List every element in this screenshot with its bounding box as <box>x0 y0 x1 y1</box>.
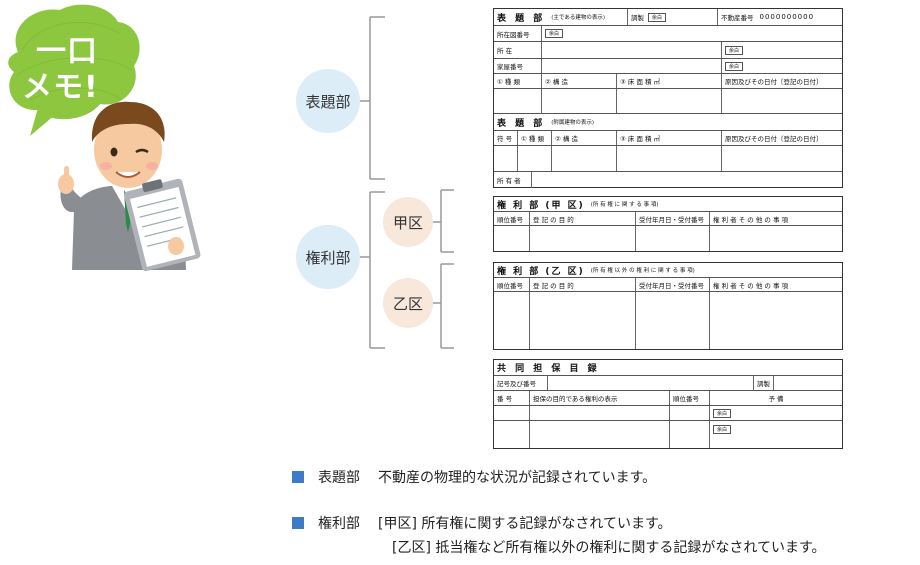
form-hyodai-shozaizu: 所在図番号 <box>497 30 530 39</box>
node-kou: 甲区 <box>383 197 433 247</box>
form-kou-sub: (所 有 権 に 関 す る 事 項) <box>590 202 659 208</box>
form-hyodai-yohaku-3: 余白 <box>725 45 744 55</box>
form-otsu-juni: 順位番号 <box>497 281 523 290</box>
legend-kenri-term: 権利部 <box>318 516 360 532</box>
businessman-icon <box>8 4 201 272</box>
node-hyodai: 表題部 <box>296 69 360 133</box>
form-kyodo-bango: 番 号 <box>497 395 513 403</box>
form-otsu-uketsuke: 受付年月日・受付番号 <box>639 281 704 290</box>
form-kyodo-chosei: 調製 <box>757 380 770 388</box>
form-hyodai-yohaku-1: 余白 <box>648 12 667 22</box>
form-hyodai-shozai: 所 在 <box>497 47 513 55</box>
legend-hyodai-desc: 不動産の物理的な状況が記録されています。 <box>378 470 657 486</box>
form-kyodo: 共 同 担 保 目 録 記号及び番号 調製 番 号 担保の目的である権利の表示 … <box>493 359 843 449</box>
form-otsu-kenrisha: 権 利 者 そ の 他 の 事 項 <box>713 281 789 290</box>
legend-hyodai-term: 表題部 <box>318 470 360 486</box>
form-hyodai-title: 表 題 部 <box>497 13 546 24</box>
mascot-illustration: 一口 メモ! <box>0 0 240 280</box>
form-otsu-title: 権 利 部 (乙 区) <box>497 266 585 277</box>
form-kyodo-tanpo: 担保の目的である権利の表示 <box>533 395 618 403</box>
form-hyodai-chozu: 調製 <box>631 14 644 22</box>
node-kou-label: 甲区 <box>392 213 423 232</box>
form-hyodai-kaoku: 家屋番号 <box>497 63 523 71</box>
node-hyodai-label: 表題部 <box>305 92 351 111</box>
form-hyodai-fuzoku-sub: (附属建物の表示) <box>551 120 595 126</box>
form-otsu-mokuteki: 登 記 の 目 的 <box>533 281 574 290</box>
node-otsu-label: 乙区 <box>392 294 423 313</box>
node-kenri: 権利部 <box>296 225 360 289</box>
form-hyodai-fudosan-label: 不動産番号 <box>721 14 754 22</box>
form-kyodo-yobi: 予 備 <box>768 395 784 403</box>
form-kou-juni: 順位番号 <box>497 215 523 224</box>
form-hyodai-fuzoku-title: 表 題 部 <box>497 118 546 129</box>
form-hyodai-genin-2: 原因及びその日付〔登記の日付〕 <box>725 135 823 143</box>
bubble-line-1: 一口 <box>36 34 98 69</box>
form-kyodo-juni: 順位番号 <box>673 395 699 403</box>
form-hyodai-yukamenseki-2: ③ 床 面 積 ㎡ <box>620 135 661 143</box>
form-hyodai-kozo-2: ② 構 造 <box>555 135 578 143</box>
node-kenri-label: 権利部 <box>305 248 351 267</box>
form-hyodai-genin: 原因及びその日付〔登記の日付〕 <box>725 78 823 86</box>
form-hyodai-fudosan-no: 0000000000 <box>759 13 815 21</box>
form-kyodo-yohaku-2: 余白 <box>713 425 732 434</box>
bubble-line-2: メモ! <box>22 70 99 105</box>
form-kyodo-kigo: 記号及び番号 <box>497 380 536 388</box>
legend-kou-desc: [甲区] 所有権に関する記録がなされています。 <box>378 516 672 532</box>
form-kou: 権 利 部 (甲 区) (所 有 権 に 関 す る 事 項) 順位番号 登 記 … <box>493 196 843 252</box>
form-hyodai-yukamenseki: ③ 床 面 積 ㎡ <box>620 78 661 86</box>
form-hyodai-kozo: ② 構 造 <box>545 78 568 86</box>
form-kou-title: 権 利 部 (甲 区) <box>497 200 585 211</box>
form-hyodai-shurui-2: ① 種 類 <box>521 135 544 143</box>
form-hyodai-fugo: 符 号 <box>497 135 513 143</box>
form-hyodai-shurui: ① 種 類 <box>497 78 520 86</box>
form-kou-mokuteki: 登 記 の 目 的 <box>533 215 574 224</box>
legend-kenri: 権利部 [甲区] 所有権に関する記録がなされています。 <box>292 517 672 531</box>
form-kou-kenrisha: 権 利 者 そ の 他 の 事 項 <box>713 215 789 224</box>
form-kyodo-yohaku-1: 余白 <box>713 408 732 418</box>
form-kyodo-title: 共 同 担 保 目 録 <box>497 364 600 374</box>
legend-square-icon <box>292 517 304 529</box>
form-hyodai-yohaku-4: 余白 <box>725 61 744 71</box>
legend-otsu: [乙区] 抵当権など所有権以外の権利に関する記録がなされています。 <box>392 541 826 555</box>
legend-square-icon <box>292 471 304 483</box>
form-hyodai-shoyusha: 所 有 者 <box>497 177 521 185</box>
form-otsu: 権 利 部 (乙 区) (所 有 権 以 外 の 権 利 に 関 す る 事 項)… <box>493 262 843 350</box>
legend-hyodai: 表題部 不動産の物理的な状況が記録されています。 <box>292 471 656 485</box>
form-otsu-sub: (所 有 権 以 外 の 権 利 に 関 す る 事 項) <box>590 268 695 274</box>
form-kou-uketsuke: 受付年月日・受付番号 <box>639 215 704 224</box>
form-hyodai-yohaku-2: 余白 <box>545 29 564 38</box>
legend-otsu-desc: [乙区] 抵当権など所有権以外の権利に関する記録がなされています。 <box>392 540 826 556</box>
form-hyodai-sub: (主である建物の表示) <box>551 15 606 21</box>
node-otsu: 乙区 <box>383 278 433 328</box>
